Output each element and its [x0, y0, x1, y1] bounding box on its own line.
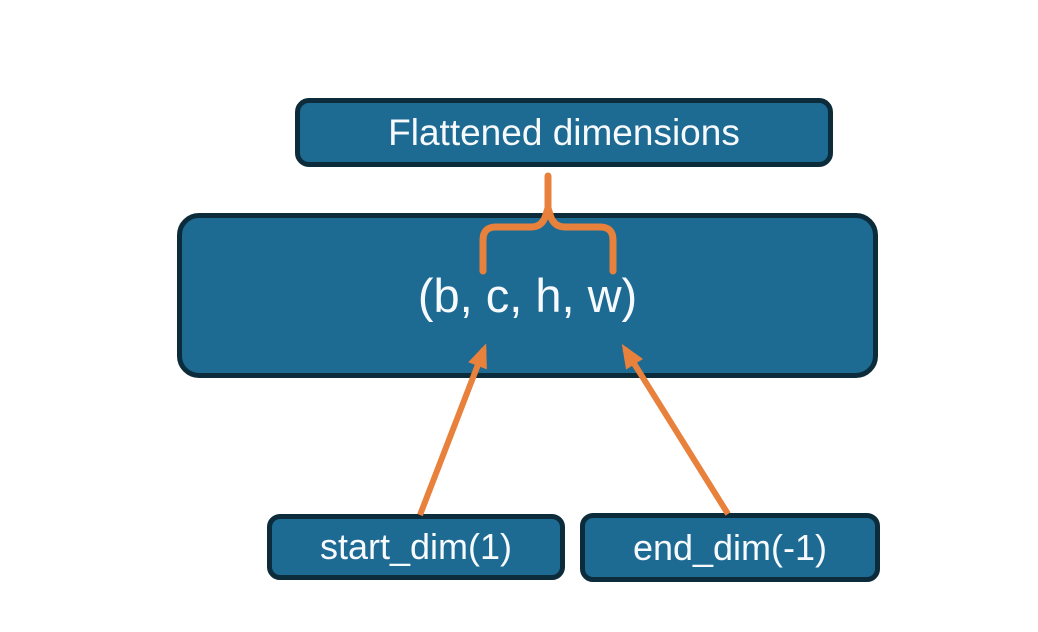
tensor-shape-label: (b, c, h, w) [417, 269, 638, 322]
tensor-shape-box: (b, c, h, w) [177, 213, 878, 378]
start-dim-box: start_dim(1) [267, 514, 565, 580]
flattened-dimensions-box: Flattened dimensions [295, 98, 833, 167]
end-dim-box: end_dim(-1) [580, 513, 880, 582]
start-dim-label: start_dim(1) [319, 526, 513, 567]
flattened-dimensions-label: Flattened dimensions [388, 111, 740, 153]
end-dim-label: end_dim(-1) [632, 526, 828, 568]
